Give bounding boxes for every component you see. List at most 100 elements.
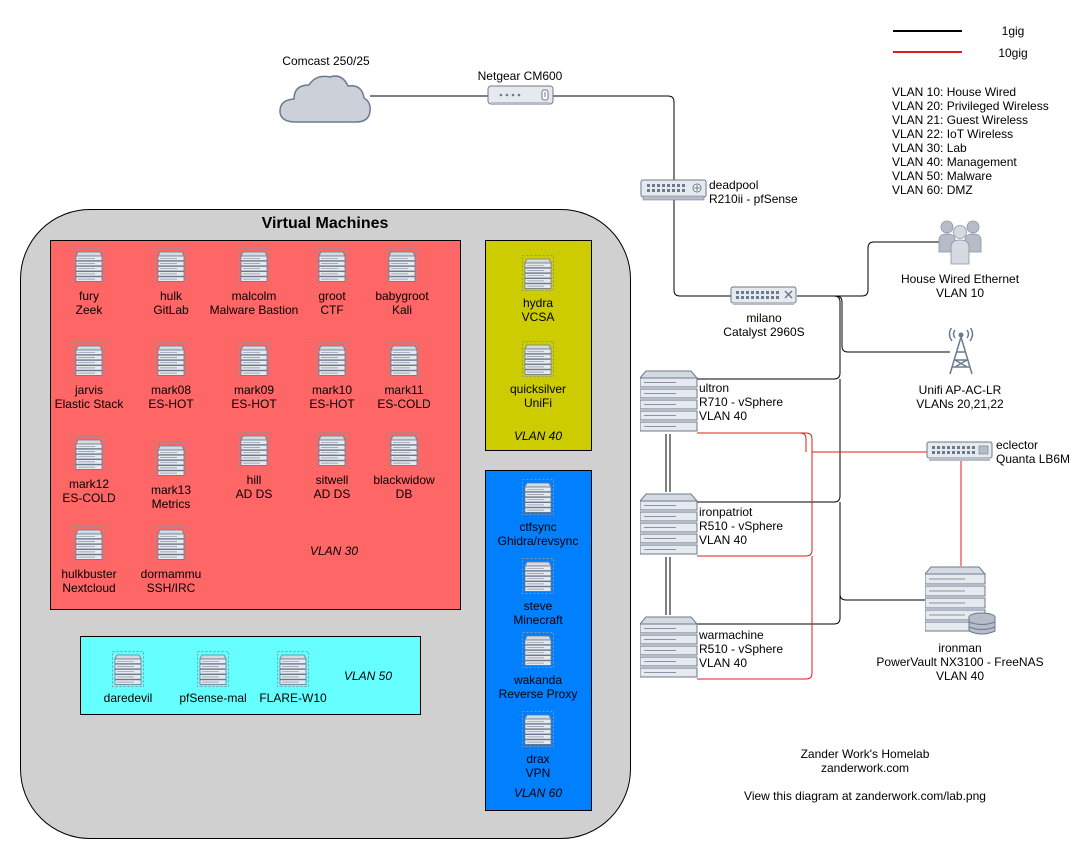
- vm-role: ES-HOT: [231, 397, 277, 411]
- virtual-machine-icon: [522, 255, 554, 291]
- vm-role: ES-HOT: [148, 397, 194, 411]
- switch10g-name: eclector: [996, 438, 1039, 452]
- vlan-legend-item: VLAN 10: House Wired: [892, 85, 1017, 99]
- link10g-ultron: [697, 432, 927, 453]
- link10g-ultron-b: [697, 432, 807, 452]
- modem-label: Netgear CM600: [477, 69, 563, 83]
- vm-role: SSH/IRC: [146, 581, 196, 595]
- nas-name: ironman: [938, 641, 982, 655]
- house-desc: VLAN 10: [935, 286, 985, 300]
- vm-name: steve: [523, 599, 553, 613]
- host-label: warmachine R510 - vSphere VLAN 40: [699, 628, 783, 670]
- virtual-machine-icon: [522, 632, 554, 668]
- vm-name: mark09: [233, 383, 274, 397]
- vm-role: GitLab: [153, 303, 189, 317]
- vlan-legend: VLAN 10: House Wired VLAN 20: Privileged…: [892, 85, 1049, 197]
- vm-label: daredevil: [58, 691, 198, 705]
- nas-vlan: VLAN 40: [935, 669, 985, 683]
- virtual-machine-icon: [155, 442, 187, 478]
- users-icon: [938, 220, 982, 265]
- vm-role: Elastic Stack: [54, 397, 124, 411]
- vm-name: sitwell: [315, 473, 349, 487]
- vlan-legend-item: VLAN 21: Guest Wireless: [892, 113, 1029, 127]
- link-switch-ironpatriot: [697, 379, 841, 503]
- vlan-legend-item: VLAN 40: Management: [892, 155, 1017, 169]
- virtual-machine-icon: [522, 711, 554, 747]
- modem-icon: [487, 85, 554, 105]
- host-model: R510 - vSphere: [699, 642, 784, 656]
- vm-name: hill: [246, 473, 262, 487]
- virtual-machine-icon: [316, 342, 348, 378]
- vm-name: groot: [318, 289, 346, 303]
- vm-name: hydra: [522, 296, 554, 310]
- ap-name: Unifi AP-AC-LR: [918, 383, 1002, 397]
- link-switch-ironman: [839, 593, 926, 601]
- server-icon: [638, 493, 699, 555]
- vm-role: AD DS: [313, 487, 351, 501]
- host-warmachine: [638, 616, 699, 685]
- switch10g-label: eclector Quanta LB6M: [996, 438, 1070, 466]
- vm-role: ES-COLD: [62, 491, 116, 505]
- footer-site: zanderwork.com: [820, 761, 910, 775]
- vlan-legend-item: VLAN 50: Malware: [892, 169, 993, 183]
- virtual-machine-icon: [238, 432, 270, 468]
- virtual-machine-icon: [73, 526, 105, 562]
- host-vlan: VLAN 40: [699, 533, 748, 547]
- firewall-name: deadpool: [709, 178, 759, 192]
- router-icon: [640, 179, 707, 201]
- virtual-machine-icon: [197, 651, 229, 687]
- legend-10gig-label: 10gig: [998, 46, 1028, 60]
- vm-name: mark11: [384, 383, 424, 397]
- host-name: warmachine: [699, 628, 764, 642]
- vm-role: AD DS: [235, 487, 273, 501]
- vlan-region-lab: [50, 240, 461, 610]
- vm-name: malcolm: [231, 289, 277, 303]
- vlan-legend-item: VLAN 22: IoT Wireless: [892, 127, 1014, 141]
- host-model: R710 - vSphere: [699, 395, 784, 409]
- ap-label: Unifi AP-AC-LR VLANs 20,21,22: [880, 383, 1040, 411]
- vm-role: UniFi: [523, 396, 552, 410]
- host-label: ironpatriot R510 - vSphere VLAN 40: [699, 505, 783, 547]
- vlan-label-malware: VLAN 50: [344, 669, 393, 683]
- host-ironpatriot: [638, 493, 699, 562]
- virtual-machine-icon: [73, 342, 105, 378]
- nas-model: PowerVault NX3100 - FreeNAS: [876, 655, 1044, 669]
- virtual-machine-icon: [522, 479, 554, 515]
- vm-name: mark13: [150, 483, 191, 497]
- host-label: ultron R710 - vSphere VLAN 40: [699, 381, 783, 423]
- vm-role: DB: [395, 487, 413, 501]
- host-vlan: VLAN 40: [699, 656, 748, 670]
- switch10g-desc: Quanta LB6M: [996, 452, 1071, 466]
- link-switch-ultron: [697, 295, 841, 380]
- vm-container-title: Virtual Machines: [261, 215, 389, 232]
- vlan-label-mgmt: VLAN 40: [514, 429, 563, 443]
- virtual-machine-icon: [388, 432, 420, 468]
- vm-role: ES-COLD: [377, 397, 431, 411]
- vm-role: VCSA: [521, 310, 555, 324]
- virtual-machine-icon: [238, 248, 270, 284]
- switch-name: milano: [746, 311, 782, 325]
- server-icon: [638, 370, 699, 432]
- virtual-machine-icon: [155, 526, 187, 562]
- vm-name: FLARE-W10: [259, 691, 327, 705]
- vm-name: fury: [78, 289, 99, 303]
- virtual-machine-icon: [238, 342, 270, 378]
- nas-label: ironman PowerVault NX3100 - FreeNAS VLAN…: [860, 641, 1060, 683]
- host-vlan: VLAN 40: [699, 409, 748, 423]
- vm-name: babygroot: [375, 289, 429, 303]
